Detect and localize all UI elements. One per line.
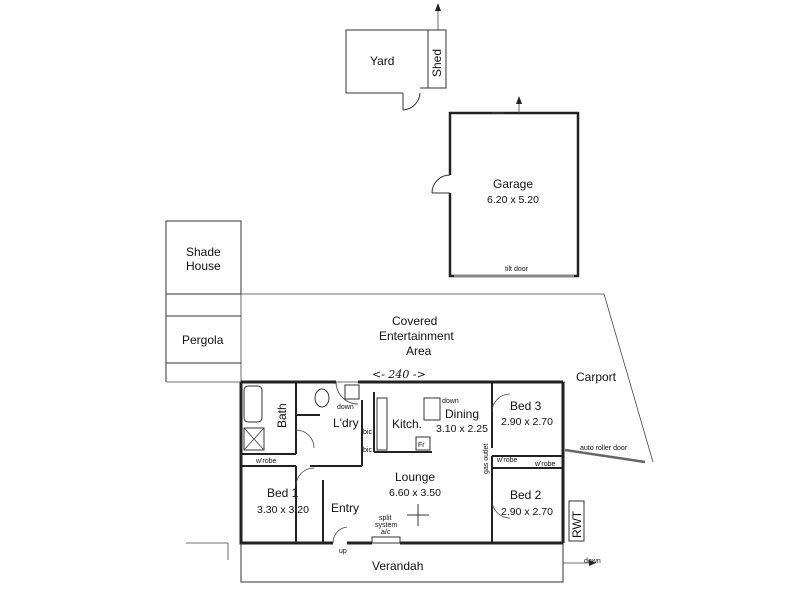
bath-label: Bath bbox=[275, 403, 289, 428]
split-system-note-2: system bbox=[375, 522, 397, 529]
gas-outlet-note: gas outlet bbox=[483, 444, 490, 474]
rwt-label: RWT bbox=[570, 510, 584, 538]
entry-label: Entry bbox=[331, 501, 359, 515]
wrobe-bed3: w'robe bbox=[496, 457, 518, 464]
yard-label: Yard bbox=[370, 54, 394, 68]
covered-area-label-1: Covered bbox=[392, 314, 437, 328]
shade-house-label-1: Shade bbox=[186, 245, 221, 259]
lounge-label: Lounge bbox=[395, 470, 435, 484]
pergola-label: Pergola bbox=[182, 333, 224, 347]
down-note-dining: down bbox=[442, 398, 459, 405]
bed2-label: Bed 2 bbox=[510, 488, 542, 502]
room-labels: Bath L'dry Kitch. Dining 3.10 x 2.25 Bed… bbox=[257, 399, 584, 538]
yard-shed-block: Yard Shed bbox=[345, 3, 447, 111]
fixtures bbox=[243, 381, 585, 544]
bic-note-2: bic bbox=[363, 447, 372, 454]
down-note-laundry: down bbox=[337, 404, 354, 411]
up-note-entry: up bbox=[339, 548, 347, 555]
covered-area-label-3: Area bbox=[406, 344, 432, 358]
verandah-label: Verandah bbox=[372, 559, 423, 573]
shade-house-label-2: House bbox=[186, 259, 221, 273]
bed1-label: Bed 1 bbox=[267, 486, 299, 500]
dining-dimensions: 3.10 x 2.25 bbox=[436, 423, 488, 435]
dining-label: Dining bbox=[445, 407, 479, 421]
tilt-door-label: tilt door bbox=[505, 266, 529, 273]
auto-roller-door-label: auto roller door bbox=[580, 445, 628, 452]
garage-dimensions: 6.20 x 5.20 bbox=[487, 194, 539, 206]
fridge-note: Fr bbox=[418, 442, 425, 449]
bed2-dimensions: 2.90 x 2.70 bbox=[501, 506, 553, 518]
verandah-block: Verandah bbox=[240, 543, 596, 583]
covered-area-label-2: Entertainment bbox=[379, 329, 454, 343]
handwritten-dimension: <- 240 -> bbox=[372, 368, 426, 381]
shed-label: Shed bbox=[430, 49, 444, 77]
covered-area-block: Covered Entertainment Area Carport auto … bbox=[166, 293, 654, 464]
bed3-label: Bed 3 bbox=[510, 399, 542, 413]
laundry-label: L'dry bbox=[333, 416, 359, 430]
lounge-dimensions: 6.60 x 3.50 bbox=[389, 487, 441, 499]
bic-note-1: bic bbox=[363, 429, 372, 436]
carport-label: Carport bbox=[576, 370, 617, 384]
split-system-note-1: split bbox=[379, 515, 392, 522]
wrobe-bed1: w'robe bbox=[255, 458, 277, 465]
interior-walls bbox=[241, 382, 563, 543]
bed3-dimensions: 2.90 x 2.70 bbox=[501, 416, 553, 428]
fence-lines bbox=[186, 542, 229, 560]
wrobe-bed2: w'robe bbox=[534, 461, 556, 468]
split-system-note-3: a/c bbox=[381, 529, 391, 536]
bed1-dimensions: 3.30 x 3.20 bbox=[257, 504, 309, 516]
garage-block: Garage 6.20 x 5.20 tilt door bbox=[431, 96, 580, 278]
kitchen-label: Kitch. bbox=[392, 417, 422, 431]
garage-label: Garage bbox=[493, 177, 533, 191]
shade-pergola-block: Shade House Pergola bbox=[165, 220, 242, 382]
